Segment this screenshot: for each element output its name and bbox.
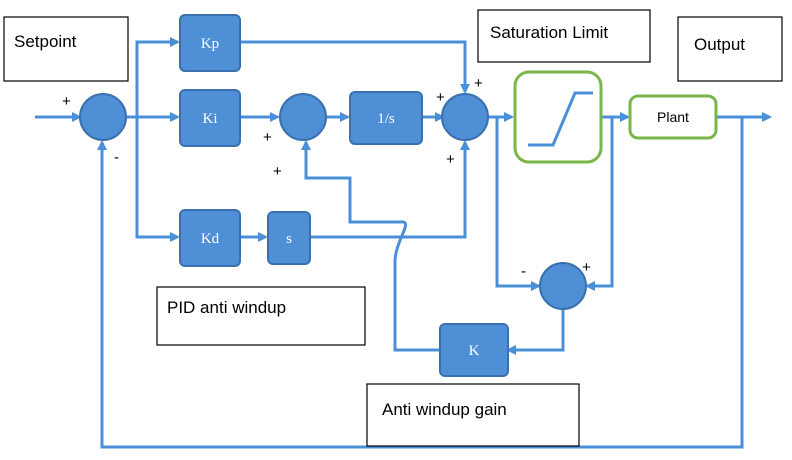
plant-block-label: Plant	[657, 109, 689, 125]
sign-plus: +	[474, 75, 483, 92]
sign-plus: +	[582, 259, 591, 276]
ki-block: Ki	[179, 89, 241, 147]
kd-block: Kd	[179, 209, 241, 267]
pid-summing-junction	[441, 93, 489, 141]
setpoint-label-text: Setpoint	[14, 32, 77, 51]
anti-windup-gain-label-text: Anti windup gain	[382, 400, 507, 419]
sign-plus: +	[273, 163, 282, 180]
saturation-curve-icon	[528, 91, 593, 147]
output-label-text: Output	[694, 35, 745, 54]
sign-plus: +	[446, 151, 455, 168]
anti-windup-gain-label: Anti windup gain	[366, 383, 580, 447]
setpoint-summing-junction	[79, 93, 127, 141]
sign-minus: -	[521, 263, 526, 280]
connection-wires	[35, 37, 772, 449]
ki-block-label: Ki	[203, 111, 218, 127]
derivative-block: s	[267, 211, 311, 265]
sign-plus: +	[436, 89, 445, 106]
sign-plus: +	[62, 93, 71, 110]
kp-block-label: Kp	[201, 36, 219, 52]
sign-minus: -	[114, 149, 119, 166]
output-label: Output	[677, 16, 783, 82]
plant-block: Plant	[628, 94, 718, 140]
sign-plus: +	[263, 129, 272, 146]
integrator-block: 1/s	[349, 91, 423, 145]
kp-block: Kp	[179, 14, 241, 72]
setpoint-label: Setpoint	[3, 16, 129, 82]
saturation-limit-label: Saturation Limit	[477, 9, 651, 63]
saturation-block	[513, 70, 603, 164]
integrator-summing-junction	[279, 93, 327, 141]
derivative-block-label: s	[286, 231, 292, 247]
kd-block-label: Kd	[201, 231, 220, 247]
k-gain-block-label: K	[469, 343, 480, 359]
anti-windup-summing-junction	[539, 262, 587, 310]
pid-anti-windup-label-text: PID anti windup	[167, 298, 286, 317]
integrator-block-label: 1/s	[377, 111, 395, 127]
pid-anti-windup-label: PID anti windup	[156, 286, 366, 346]
k-gain-block: K	[439, 323, 509, 377]
saturation-limit-label-text: Saturation Limit	[490, 23, 608, 42]
